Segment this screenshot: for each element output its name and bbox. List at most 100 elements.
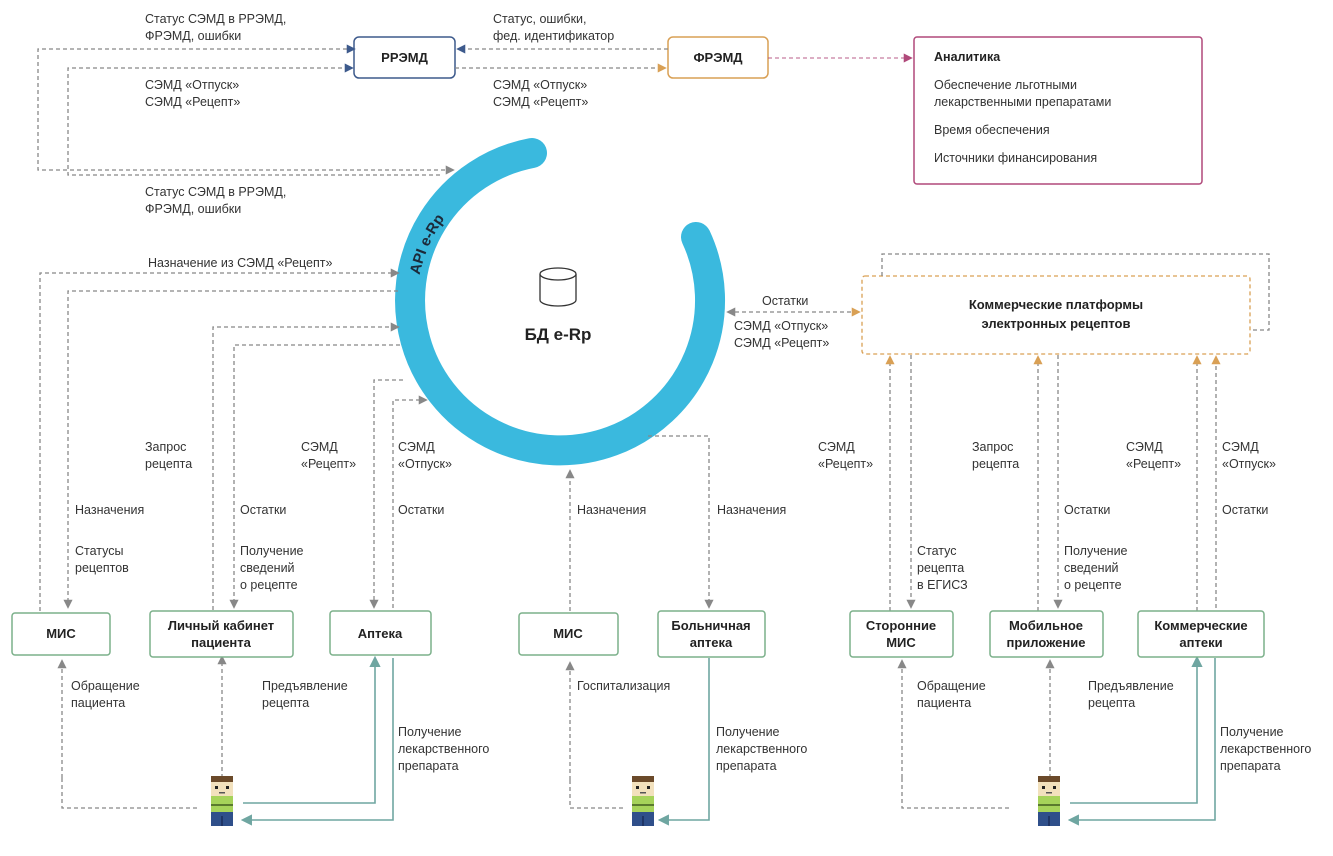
label-info: сведений bbox=[240, 561, 295, 575]
label-right-semd2: СЭМД bbox=[1126, 440, 1163, 454]
label-mid-receive: препарата bbox=[716, 759, 777, 773]
label-semd-release: СЭМД bbox=[398, 440, 435, 454]
rremd-box[interactable]: РРЭМД bbox=[353, 36, 456, 79]
mis-middle-box[interactable]: МИС bbox=[518, 612, 619, 656]
label-status-left: Статус СЭМД в РРЭМД, bbox=[145, 12, 286, 26]
third-party-mis-box[interactable]: Сторонние МИС bbox=[849, 610, 954, 658]
mobile-app-box[interactable]: Мобильное приложение bbox=[989, 610, 1104, 658]
label-semd-release: «Отпуск» bbox=[398, 457, 452, 471]
label-remains: Остатки bbox=[240, 503, 286, 517]
label-appeal: Обращение bbox=[71, 679, 140, 693]
label-appeal: пациента bbox=[71, 696, 125, 710]
label-right-receive: Получение bbox=[1220, 725, 1284, 739]
label-info: Получение bbox=[240, 544, 304, 558]
left-group-receive-arrows bbox=[240, 655, 394, 826]
commercial-pharmacies-label: Коммерческие bbox=[1154, 618, 1247, 633]
label-present: рецепта bbox=[262, 696, 309, 710]
right-group-receive-arrows bbox=[1067, 655, 1216, 826]
label-right-semd: СЭМД «Отпуск» bbox=[734, 319, 828, 333]
label-right-semd1: СЭМД bbox=[818, 440, 855, 454]
label-semd-recipe: СЭМД bbox=[301, 440, 338, 454]
third-party-mis-label: Сторонние bbox=[866, 618, 936, 633]
label-right-present: Предъявление bbox=[1088, 679, 1174, 693]
label-right-present: рецепта bbox=[1088, 696, 1135, 710]
patient-figure bbox=[211, 776, 233, 826]
right-group-connectors bbox=[726, 253, 1270, 809]
label-status-mid: ФРЭМД, ошибки bbox=[145, 202, 241, 216]
fremd-box[interactable]: ФРЭМД bbox=[667, 36, 769, 79]
label-right-status: рецепта bbox=[917, 561, 964, 575]
label-mid-receive: Получение bbox=[716, 725, 780, 739]
patient-figure bbox=[632, 776, 654, 826]
mis-left-box[interactable]: МИС bbox=[11, 612, 111, 656]
label-right-semd3: СЭМД bbox=[1222, 440, 1259, 454]
label-present: Предъявление bbox=[262, 679, 348, 693]
pharmacy-label: Аптека bbox=[358, 626, 403, 641]
analytics-item: лекарственными препаратами bbox=[934, 95, 1111, 109]
mobile-app-label: приложение bbox=[1007, 635, 1086, 650]
label-right-semd3: «Отпуск» bbox=[1222, 457, 1276, 471]
fremd-label: ФРЭМД bbox=[693, 50, 743, 65]
analytics-box[interactable]: Аналитика Обеспечение льготными лекарств… bbox=[913, 36, 1203, 185]
label-semd-right: СЭМД «Рецепт» bbox=[493, 95, 588, 109]
label-right-status: в ЕГИСЗ bbox=[917, 578, 968, 592]
mobile-app-label: Мобильное bbox=[1009, 618, 1083, 633]
label-right-appeal: пациента bbox=[917, 696, 971, 710]
mis-middle-label: МИС bbox=[553, 626, 583, 641]
label-status-left: ФРЭМД, ошибки bbox=[145, 29, 241, 43]
label-right-remains2: Остатки bbox=[1222, 503, 1268, 517]
label-right-semd: СЭМД «Рецепт» bbox=[734, 336, 829, 350]
label-right-info: Получение bbox=[1064, 544, 1128, 558]
patient-cabinet-box[interactable]: Личный кабинет пациента bbox=[149, 610, 294, 658]
label-status-right: Статус, ошибки, bbox=[493, 12, 587, 26]
label-right-remains1: Остатки bbox=[1064, 503, 1110, 517]
label-semd-right: СЭМД «Отпуск» bbox=[493, 78, 587, 92]
label-right-semd2: «Рецепт» bbox=[1126, 457, 1181, 471]
commercial-pharmacies-box[interactable]: Коммерческие аптеки bbox=[1137, 610, 1265, 658]
middle-group-connectors bbox=[565, 435, 714, 809]
label-info: о рецепте bbox=[240, 578, 298, 592]
hospital-pharmacy-label: аптека bbox=[690, 635, 733, 650]
label-statuses: Статусы bbox=[75, 544, 124, 558]
label-semd-left: СЭМД «Отпуск» bbox=[145, 78, 239, 92]
top-connectors bbox=[37, 44, 913, 176]
commercial-platforms-box[interactable]: Коммерческие платформы электронных рецеп… bbox=[861, 275, 1251, 355]
third-party-mis-label: МИС bbox=[886, 635, 916, 650]
label-right-semd1: «Рецепт» bbox=[818, 457, 873, 471]
label-statuses: рецептов bbox=[75, 561, 129, 575]
hospital-pharmacy-label: Больничная bbox=[671, 618, 750, 633]
middle-group-receive-arrows bbox=[657, 658, 710, 826]
patient-cabinet-label: пациента bbox=[191, 635, 252, 650]
pharmacy-box[interactable]: Аптека bbox=[329, 610, 432, 656]
label-status-right: фед. идентификатор bbox=[493, 29, 614, 43]
label-semd-recipe: «Рецепт» bbox=[301, 457, 356, 471]
mis-left-label: МИС bbox=[46, 626, 76, 641]
label-mid-prescriptions: Назначения bbox=[717, 503, 786, 517]
analytics-item: Время обеспечения bbox=[934, 123, 1050, 137]
database-icon bbox=[539, 267, 577, 307]
hospital-pharmacy-box[interactable]: Больничная аптека bbox=[657, 610, 766, 658]
analytics-item: Источники финансирования bbox=[934, 151, 1097, 165]
commercial-pharmacies-label: аптеки bbox=[1179, 635, 1222, 650]
label-right-receive: лекарственного bbox=[1220, 742, 1311, 756]
left-group-connectors bbox=[39, 268, 428, 809]
label-request: Запрос bbox=[145, 440, 186, 454]
label-right-info: о рецепте bbox=[1064, 578, 1122, 592]
label-status-mid: Статус СЭМД в РРЭМД, bbox=[145, 185, 286, 199]
label-right-request: рецепта bbox=[972, 457, 1019, 471]
label-semd-left: СЭМД «Рецепт» bbox=[145, 95, 240, 109]
label-receive: лекарственного bbox=[398, 742, 489, 756]
db-label: БД e-Rp bbox=[525, 325, 592, 344]
label-remains-pharmacy: Остатки bbox=[398, 503, 444, 517]
label-right-request: Запрос bbox=[972, 440, 1013, 454]
label-right-info: сведений bbox=[1064, 561, 1119, 575]
label-right-status: Статус bbox=[917, 544, 957, 558]
label-right-receive: препарата bbox=[1220, 759, 1281, 773]
label-prescriptions: Назначения bbox=[75, 503, 144, 517]
rremd-label: РРЭМД bbox=[381, 50, 428, 65]
label-purpose: Назначение из СЭМД «Рецепт» bbox=[148, 256, 332, 270]
label-receive: препарата bbox=[398, 759, 459, 773]
label-request: рецепта bbox=[145, 457, 192, 471]
